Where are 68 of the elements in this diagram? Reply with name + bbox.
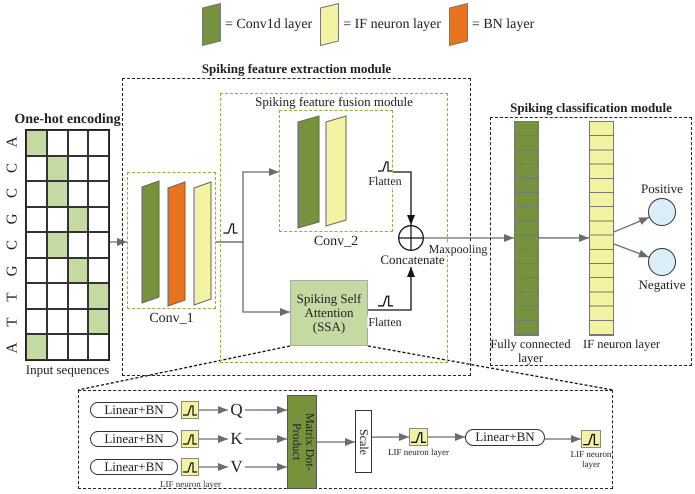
nucleotide-letter: G xyxy=(6,265,20,276)
vector-symbol: V xyxy=(230,458,243,476)
linear-bn-block xyxy=(90,459,178,475)
vector-symbol: Q xyxy=(230,400,243,420)
linear-bn-block xyxy=(90,402,178,418)
block-label: Conv_2 xyxy=(314,234,358,250)
nucleotide-letter: A xyxy=(6,136,20,148)
legend-label: = BN layer xyxy=(472,16,534,32)
dashed-module-box xyxy=(78,390,613,489)
module-title: Spiking feature extraction module xyxy=(202,62,392,76)
block-label: Linear+BN xyxy=(104,402,164,418)
block-label: Scale xyxy=(356,428,370,456)
vector-symbol: K xyxy=(230,430,243,448)
layer-label: IF neuron layer xyxy=(582,338,660,352)
linear-bn-block xyxy=(90,431,178,447)
layer-caption: LIF neuron layer xyxy=(570,450,612,470)
nucleotide-letter: C xyxy=(6,188,20,198)
nucleotide-letter: C xyxy=(6,162,20,173)
arrow xyxy=(216,241,290,316)
operation-label: Concatenate xyxy=(380,252,445,267)
arrow xyxy=(368,267,415,311)
layer-caption: LIF neuron layer xyxy=(160,479,221,489)
arrow xyxy=(372,433,409,442)
nucleotide-letter: C xyxy=(6,240,20,250)
layer-label: Fully connected layer xyxy=(489,338,572,366)
nucleotide-letter: G xyxy=(6,214,20,225)
arrow xyxy=(245,406,287,414)
arrow xyxy=(393,171,415,225)
zoom-guide-line xyxy=(78,345,290,391)
legend-label: = Conv1d layer xyxy=(225,16,312,32)
arrow xyxy=(539,234,589,242)
arrow xyxy=(110,238,127,246)
block-label: Matrix Dot-Product xyxy=(288,412,316,473)
block-label: Spiking Self Attention (SSA) xyxy=(296,292,362,334)
module-title: Spiking feature fusion module xyxy=(254,95,414,110)
scale-block xyxy=(355,410,372,473)
arrow xyxy=(545,435,581,443)
nucleotide-letter: A xyxy=(6,342,20,354)
attention-block xyxy=(290,280,368,346)
grid-caption: Input sequences xyxy=(26,363,110,378)
arrow xyxy=(199,463,228,471)
class-label: Negative xyxy=(638,278,686,292)
edge-label: Maxpooling xyxy=(428,243,488,255)
dot-product-block xyxy=(287,395,317,489)
edge-label: Flatten xyxy=(367,316,403,328)
block-label: Linear+BN xyxy=(104,460,164,474)
layer-caption: LIF neuron layer xyxy=(388,448,449,458)
edge-label: Flatten xyxy=(367,175,403,187)
block-label: Conv_1 xyxy=(149,311,194,326)
arrow xyxy=(245,463,287,471)
nucleotide-letter: T xyxy=(6,318,20,327)
arrow xyxy=(199,435,228,443)
arrow xyxy=(424,234,514,242)
grid-title: One-hot encoding xyxy=(14,112,121,127)
legend-label: = IF neuron layer xyxy=(343,16,441,32)
arrow xyxy=(614,216,650,233)
arrow xyxy=(245,435,287,443)
class-label: Positive xyxy=(641,182,683,196)
block-label: Linear+BN xyxy=(475,430,535,445)
linear-bn-block xyxy=(465,429,545,446)
block-label: Linear+BN xyxy=(104,432,164,446)
zoom-guide-line xyxy=(368,345,614,391)
module-title: Spiking classification module xyxy=(510,100,672,115)
arrow xyxy=(428,433,465,441)
arrow xyxy=(317,438,355,446)
nucleotide-letter: T xyxy=(6,292,20,302)
arrow xyxy=(614,243,650,258)
arrow xyxy=(199,406,228,414)
